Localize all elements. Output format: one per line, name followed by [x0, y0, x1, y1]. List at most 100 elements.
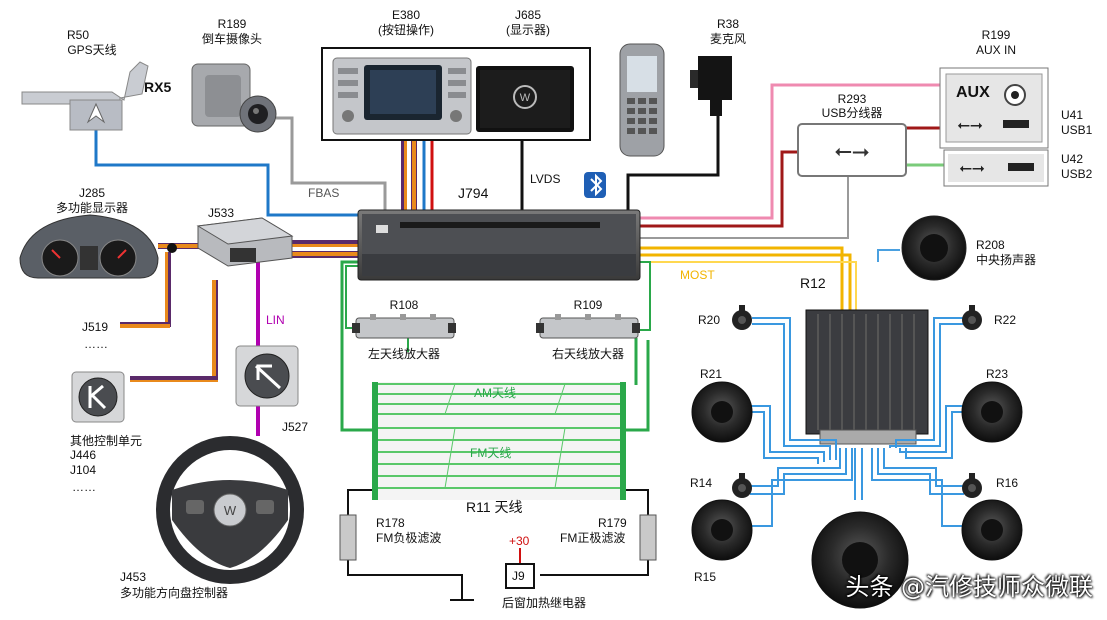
- svg-text:⭠⭢: ⭠⭢: [959, 158, 985, 177]
- r11-label: R11 天线: [466, 499, 523, 515]
- steering-column-module-image: [235, 345, 299, 407]
- j519-more: ……: [84, 337, 108, 351]
- rear-window-antenna: [372, 382, 626, 500]
- r14-label: R14: [690, 476, 713, 490]
- r50-badge: RX5: [144, 79, 172, 95]
- r38-code: R38: [716, 17, 740, 31]
- aux-usb-box: ⭠⭢: [939, 67, 1049, 149]
- left-antenna-amplifier: [352, 314, 456, 339]
- tweeter-r16: [962, 473, 982, 498]
- u41-code: U41: [1061, 108, 1084, 122]
- r208-code: R208: [976, 238, 1005, 252]
- e380-panel-image: [332, 57, 472, 135]
- filter-r179: [639, 514, 657, 561]
- svg-text:⭠⭢: ⭠⭢: [834, 139, 869, 164]
- j533-code: J533: [208, 206, 235, 220]
- r189-name: 倒车摄像头: [201, 32, 263, 46]
- r38-name: 麦克风: [709, 32, 747, 46]
- svg-text:⭠⭢: ⭠⭢: [957, 115, 983, 134]
- j685-code: J685: [514, 8, 542, 22]
- r12-code: R12: [800, 275, 826, 291]
- r108-code: R108: [389, 298, 419, 312]
- speaker-wires: [748, 317, 966, 527]
- aux-label: AUX: [956, 84, 990, 101]
- bluetooth-icon: [584, 172, 606, 198]
- r208-name: 中央扬声器: [976, 253, 1037, 267]
- svg-text:W: W: [224, 503, 237, 518]
- am-antenna-label: AM天线: [474, 386, 517, 400]
- j794-code: J794: [458, 185, 489, 201]
- others-code-1: J446: [70, 448, 97, 462]
- r178-code: R178: [376, 516, 405, 530]
- instrument-cluster-image: [19, 214, 159, 279]
- usb-hub-image: ⭠⭢: [797, 123, 907, 177]
- r50-code: R50: [66, 28, 90, 42]
- r179-name: FM正极滤波: [560, 531, 626, 545]
- r23-label: R23: [986, 367, 1009, 381]
- r20-label: R20: [698, 313, 721, 327]
- gateway-image: [196, 217, 294, 267]
- head-unit-image: [357, 209, 641, 281]
- r16-label: R16: [996, 476, 1019, 490]
- filter-r178: [339, 514, 357, 561]
- svg-text:W: W: [520, 92, 531, 104]
- j453-name: 多功能方向盘控制器: [120, 586, 229, 600]
- j9-supply: +30: [509, 534, 530, 548]
- others-code-2: J104: [70, 463, 97, 477]
- other-control-unit-image: [71, 371, 125, 423]
- j285-name: 多功能显示器: [55, 201, 129, 215]
- e380-code: E380: [391, 8, 421, 22]
- reverse-camera-image: [191, 63, 277, 133]
- r21-label: R21: [700, 367, 723, 381]
- phone-image: [619, 43, 665, 157]
- most-label: MOST: [680, 268, 715, 282]
- fbas-label: FBAS: [308, 186, 340, 200]
- e380-name: (按钮操作): [378, 23, 434, 37]
- gps-wire: [94, 128, 360, 217]
- j527-code: J527: [282, 420, 309, 434]
- u42-name: USB2: [1061, 167, 1093, 181]
- fm-antenna-label: FM天线: [470, 446, 512, 460]
- r293-name: USB分线器: [821, 106, 883, 120]
- r109-name: 右天线放大器: [551, 347, 625, 361]
- usb2-box: ⭠⭢: [943, 149, 1049, 187]
- j453-code: J453: [120, 570, 147, 584]
- j9-code: J9: [512, 569, 525, 583]
- r293-code: R293: [837, 92, 867, 106]
- r199-code: R199: [981, 28, 1011, 42]
- watermark: 头条 @汽修技师众微联: [845, 573, 1093, 601]
- microphone-image: [690, 56, 732, 116]
- e380-can-wire: [401, 137, 407, 212]
- u41-name: USB1: [1061, 123, 1093, 137]
- tweeter-r20: [732, 305, 752, 330]
- r50-name: GPS天线: [67, 43, 117, 57]
- right-antenna-amplifier: [536, 314, 640, 339]
- r15-label: R15: [694, 570, 717, 584]
- r199-name: AUX IN: [975, 43, 1017, 57]
- fbas-wire: [276, 116, 387, 212]
- lin-label: LIN: [266, 313, 285, 327]
- lvds-label: LVDS: [530, 172, 561, 186]
- j685-name: (显示器): [506, 23, 550, 37]
- aux-wire: [640, 83, 940, 220]
- others-more: ……: [72, 480, 96, 494]
- u42-code: U42: [1061, 152, 1084, 166]
- j519-code: J519: [82, 320, 109, 334]
- others-name: 其他控制单元: [70, 434, 143, 448]
- steering-wheel-image: W: [156, 436, 304, 584]
- gps-antenna-image: [21, 61, 149, 131]
- r189-code: R189: [217, 17, 247, 31]
- tweeter-r14: [732, 473, 752, 498]
- tweeter-r22: [962, 305, 982, 330]
- can-bus-wire: [290, 240, 362, 247]
- e380-can-wire-2: [411, 137, 417, 212]
- r22-label: R22: [994, 313, 1017, 327]
- j285-code: J285: [78, 186, 106, 200]
- relay-j9: [505, 563, 535, 589]
- j685-display-image: W: [476, 66, 574, 132]
- usb-wire: [640, 150, 800, 228]
- mic-wire: [626, 115, 720, 212]
- r179-code: R179: [598, 516, 627, 530]
- r108-name: 左天线放大器: [367, 347, 441, 361]
